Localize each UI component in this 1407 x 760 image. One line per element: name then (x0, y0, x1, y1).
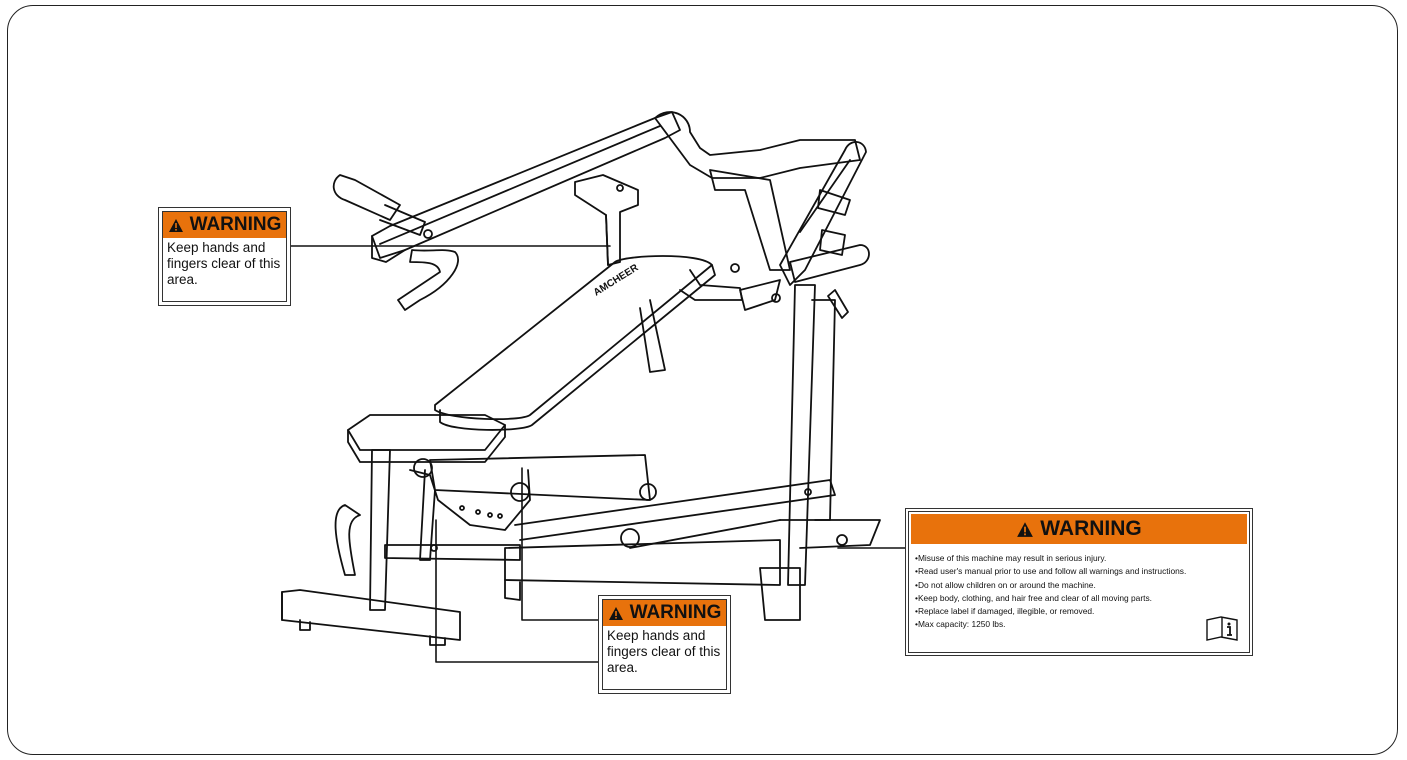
warning-triangle-icon (1017, 521, 1034, 537)
base-frame (281, 184, 881, 646)
diagram-frame (7, 5, 1398, 755)
backrest-pad (434, 255, 743, 431)
warning-label-inner: WARNING Keep hands and fingers clear of … (162, 211, 287, 302)
warning-banner: WARNING (603, 600, 726, 626)
warning-text: Keep hands and fingers clear of this are… (167, 240, 281, 287)
rear-upright (709, 169, 836, 586)
warning-triangle-icon (168, 218, 183, 232)
warning-title: WARNING (629, 602, 722, 623)
warning-item: Max capacity: 1250 lbs. (915, 618, 1243, 631)
warning-label-inner: WARNING Misuse of this machine may resul… (908, 511, 1250, 653)
seat-pad (347, 414, 506, 463)
warning-banner: WARNING (163, 212, 286, 238)
warning-label-main: WARNING Misuse of this machine may resul… (905, 508, 1253, 656)
warning-item: Misuse of this machine may result in ser… (915, 552, 1243, 565)
callout-lines (289, 245, 908, 663)
warning-label-inner: WARNING Keep hands and fingers clear of … (602, 599, 727, 690)
callout-line-bottom-2 (435, 519, 602, 663)
warning-list: Misuse of this machine may result in ser… (909, 546, 1249, 632)
warning-label-bottom: WARNING Keep hands and fingers clear of … (598, 595, 731, 694)
warning-item: Read user's manual prior to use and foll… (915, 565, 1243, 578)
brand-text: AMCHEER (592, 262, 641, 299)
warning-item: Do not allow children on or around the m… (915, 579, 1243, 592)
warning-item: Keep body, clothing, and hair free and c… (915, 592, 1243, 605)
press-arm (332, 111, 870, 319)
warning-text: Keep hands and fingers clear of this are… (607, 628, 721, 675)
warning-item: Replace label if damaged, illegible, or … (915, 605, 1243, 618)
seat-frame (334, 449, 657, 611)
warning-label-upper-left: WARNING Keep hands and fingers clear of … (158, 207, 291, 306)
warning-title: WARNING (1040, 517, 1142, 540)
warning-banner: WARNING (911, 514, 1247, 544)
warning-title: WARNING (189, 214, 282, 235)
read-manual-icon (1206, 616, 1238, 641)
callout-line-bottom-1 (521, 467, 602, 621)
warning-triangle-icon (608, 606, 623, 620)
